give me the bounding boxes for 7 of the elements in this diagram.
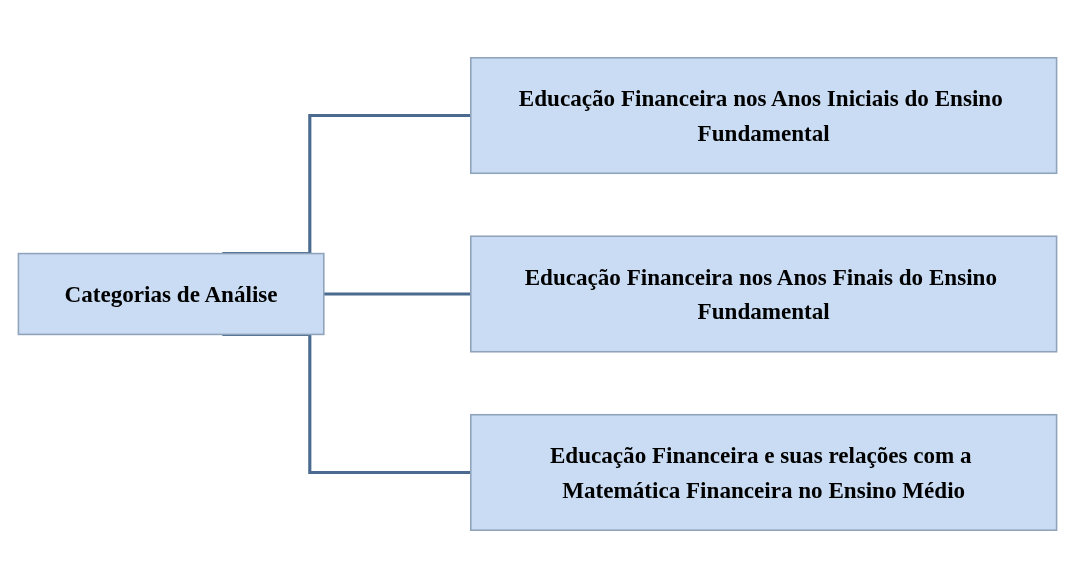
node-box (17, 252, 325, 335)
connector (222, 332, 471, 474)
connector (323, 291, 471, 296)
diagram: Categorias de Análise Educação Financeira nos Anos Iniciais do Ensino Fundamental Educação Financeira nos Anos Finais do Ensino Fundamental Educação Financeira e suas relações com a Matemática Financeira no Ensino Médio (10, 8, 1065, 579)
node-box (470, 413, 1058, 531)
node-box (470, 234, 1058, 353)
node-box (470, 56, 1058, 174)
